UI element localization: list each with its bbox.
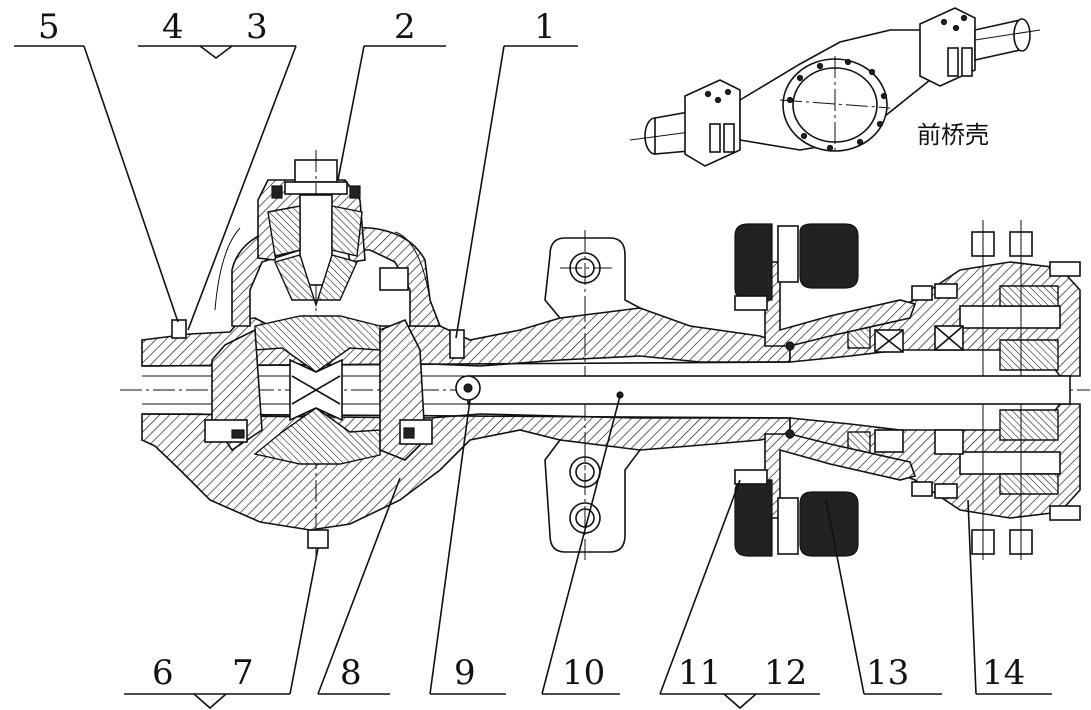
callout-12: 12 <box>764 653 807 693</box>
callout-8: 8 <box>340 653 362 693</box>
callout-9: 9 <box>454 653 476 693</box>
inset-label: 前桥壳 <box>917 121 989 149</box>
brake-assembly <box>734 223 917 557</box>
callout-1: 1 <box>534 7 556 47</box>
final-drive-carrier <box>171 150 465 560</box>
callout-6: 6 <box>152 653 174 693</box>
callout-11: 11 <box>678 653 721 693</box>
inset-axle-housing: 前桥壳 <box>629 7 1041 167</box>
bottom-callouts: 6 7 8 9 10 11 12 13 14 <box>124 395 1052 710</box>
callout-2: 2 <box>394 7 416 47</box>
callout-3: 3 <box>246 7 268 47</box>
top-callouts: 5 4 3 2 1 <box>14 7 578 339</box>
callout-4: 4 <box>162 7 184 47</box>
callout-14: 14 <box>982 653 1025 693</box>
half-shaft <box>467 375 1071 405</box>
callout-13: 13 <box>866 653 909 693</box>
callout-10: 10 <box>562 653 605 693</box>
spring-seat-upper <box>544 230 643 319</box>
callout-7: 7 <box>232 653 254 693</box>
callout-5: 5 <box>38 7 60 47</box>
